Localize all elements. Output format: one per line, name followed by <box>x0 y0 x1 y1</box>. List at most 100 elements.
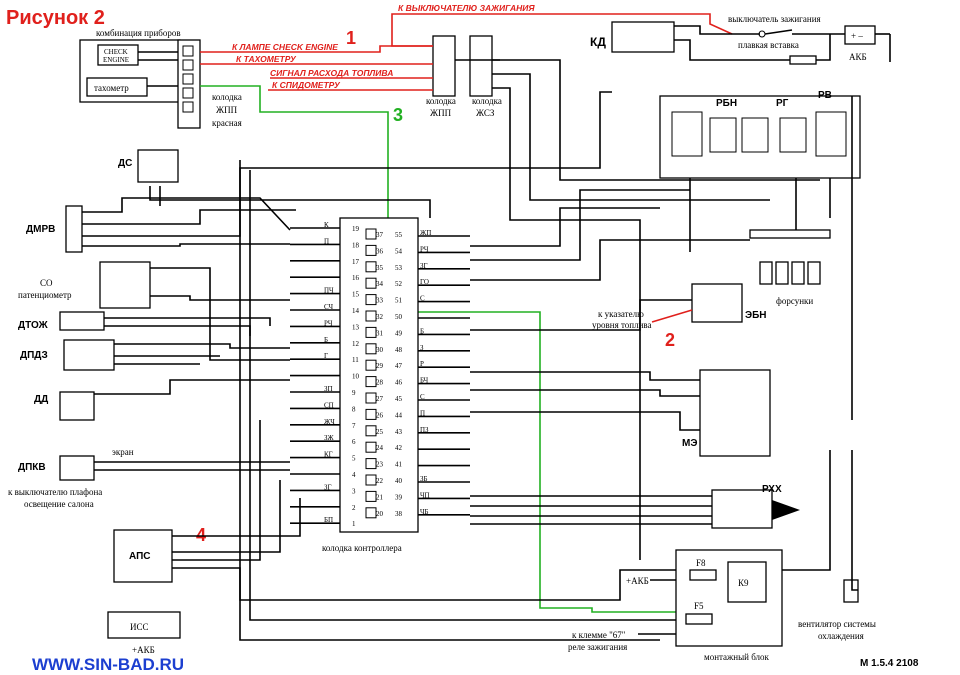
wire-left-18: П <box>324 237 329 245</box>
check-engine-label-1: CHECK <box>104 48 128 56</box>
rg-label: РГ <box>776 98 789 109</box>
pin-mid-33: 33 <box>376 297 384 305</box>
controller-connector <box>339 217 419 533</box>
k9-label: К9 <box>738 578 749 588</box>
wire-right-54: РЧ <box>420 245 429 253</box>
green-wire <box>200 85 676 613</box>
wire-17 <box>172 567 660 641</box>
wire-0 <box>82 197 291 231</box>
pin-left-17: 17 <box>352 258 360 266</box>
pin-left-16: 16 <box>352 274 360 282</box>
red-label-fuel: СИГНАЛ РАСХОДА ТОПЛИВА <box>270 68 393 78</box>
pin-mid-37: 37 <box>376 231 384 239</box>
pin-right-54: 54 <box>395 247 403 255</box>
pin-right-47: 47 <box>395 362 403 370</box>
relay67-label-1: к клемме "67" <box>572 630 626 640</box>
wire-right-46: БЧ <box>420 377 429 385</box>
wire-left-14: СЧ <box>324 303 333 311</box>
dd-label: ДД <box>34 394 48 405</box>
pin-left-3: 3 <box>352 487 356 495</box>
pin-mid-25: 25 <box>376 428 384 436</box>
rhh-label: РХХ <box>762 484 782 495</box>
wire-33 <box>239 160 676 601</box>
pin-left-15: 15 <box>352 291 360 299</box>
wire-right-53: ЗГ <box>420 262 428 270</box>
pin-left-8: 8 <box>352 405 356 413</box>
pin-left-1: 1 <box>352 520 356 528</box>
wire-left-1: БП <box>324 516 333 524</box>
dtozh-sensor <box>59 311 105 331</box>
relay-block <box>659 95 861 179</box>
wire-16 <box>172 420 261 561</box>
ebn-pump <box>691 283 743 323</box>
co-label-1: СО <box>40 278 53 288</box>
wire-15 <box>172 480 281 553</box>
fuel-gauge-label-1: к указателю <box>598 309 644 319</box>
wire-left-19: К <box>324 221 329 229</box>
pin-mid-22: 22 <box>376 477 384 485</box>
pin-right-43: 43 <box>395 428 403 436</box>
pin-mid-32: 32 <box>376 313 384 321</box>
pin-box-33 <box>365 294 377 306</box>
pin-box-35 <box>365 261 377 273</box>
relay67-label-2: реле зажигания <box>568 642 627 652</box>
red-label-speedo: К СПИДОМЕТРУ <box>272 80 341 90</box>
pin-mid-27: 27 <box>376 395 384 403</box>
pin-right-50: 50 <box>395 313 403 321</box>
kd-connector <box>611 21 675 53</box>
f5-fuse <box>685 613 713 625</box>
rbn-label: РБН <box>716 98 737 109</box>
dpdz-sensor <box>63 339 115 371</box>
pin-mid-35: 35 <box>376 264 384 272</box>
pin-left-7: 7 <box>352 422 356 430</box>
wire-right-49: Б <box>420 327 424 335</box>
aps-label: АПС <box>129 551 151 562</box>
wire-left-9: ЗП <box>324 385 333 393</box>
pin-right-39: 39 <box>395 493 403 501</box>
co-label-2: патенциометр <box>18 290 72 300</box>
me-label: МЭ <box>682 438 697 449</box>
pin-right-45: 45 <box>395 395 403 403</box>
pin-box-20 <box>365 507 377 519</box>
wire-3 <box>82 243 290 247</box>
pin-left-12: 12 <box>352 340 360 348</box>
akb-label: АКБ <box>849 52 867 62</box>
ds-sensor <box>137 149 179 183</box>
pin-box-22 <box>365 474 377 486</box>
wire-right-45: С <box>420 393 425 401</box>
pin-box-30 <box>365 343 377 355</box>
wire-14 <box>172 498 301 537</box>
dome-label-2: освещение салона <box>24 499 94 509</box>
wire-19 <box>470 189 690 261</box>
screen-label: экран <box>112 447 134 457</box>
injector-rail <box>749 229 831 239</box>
controller-label: колодка контроллера <box>322 543 402 553</box>
k9-relay <box>727 561 767 603</box>
red-label-check: К ЛАМПЕ CHECK ENGINE <box>232 42 338 52</box>
fan-connector <box>843 579 859 603</box>
pin-box-32 <box>365 310 377 322</box>
wire-right-44: П <box>420 409 425 417</box>
fan-label-1: вентилятор системы <box>798 619 876 629</box>
pin-mid-34: 34 <box>376 280 384 288</box>
iss-unit <box>107 611 181 639</box>
wire-left-6: ЗЖ <box>324 434 334 442</box>
pin-box-26 <box>365 408 377 420</box>
fuse-link <box>789 55 817 65</box>
check-engine-lamp <box>97 44 139 66</box>
pin-mid-24: 24 <box>376 444 384 452</box>
f8-fuse <box>689 569 717 581</box>
red-wire-check <box>200 45 433 53</box>
zhpp-red-label-3: красная <box>212 118 242 128</box>
zhsz-connector <box>469 35 493 97</box>
dpkv-label: ДПКВ <box>18 462 46 473</box>
pin-mid-36: 36 <box>376 247 384 255</box>
footer-model: М 1.5.4 2108 <box>860 658 919 669</box>
pin-left-10: 10 <box>352 373 360 381</box>
dpkv-sensor <box>59 455 95 481</box>
pin-box-28 <box>365 376 377 388</box>
wire-8 <box>114 343 290 349</box>
wire-right-43: ПЗ <box>420 426 429 434</box>
wire-2 <box>82 91 612 237</box>
